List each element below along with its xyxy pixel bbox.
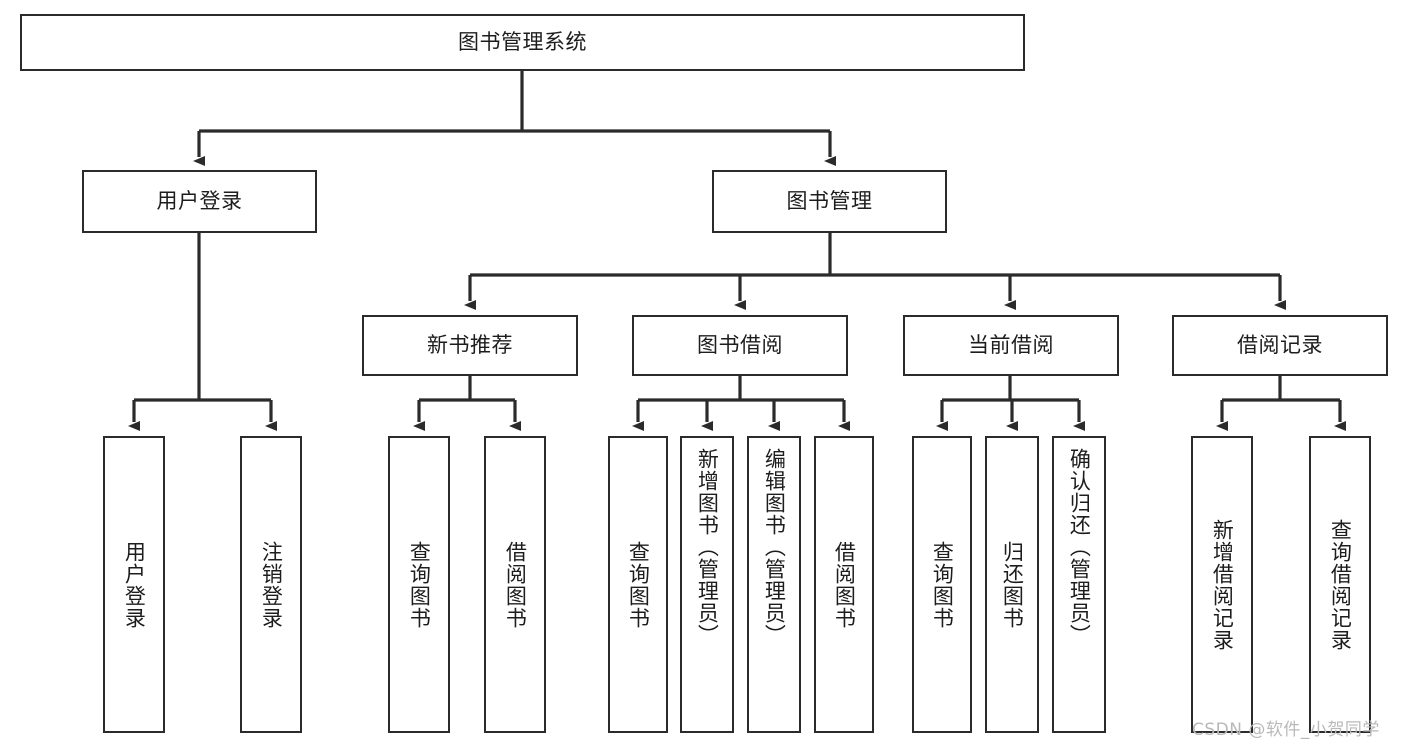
- leaf-query-books-borrow[interactable]: 查询图书: [608, 436, 668, 733]
- node-label: 编辑图书（管理员）: [762, 448, 787, 646]
- leaf-add-book-admin[interactable]: 新增图书（管理员）: [680, 436, 734, 733]
- csdn-watermark: CSDN @软件_小贺同学: [1192, 720, 1380, 740]
- leaf-query-books-current[interactable]: 查询图书: [912, 436, 972, 733]
- node-user-login[interactable]: 用户登录: [82, 170, 317, 233]
- leaf-edit-book-admin[interactable]: 编辑图书（管理员）: [747, 436, 801, 733]
- node-label: 图书管理: [786, 188, 873, 213]
- node-label: 确认归还（管理员）: [1067, 448, 1092, 646]
- node-borrow-records[interactable]: 借阅记录: [1172, 315, 1388, 376]
- node-new-book-recommend[interactable]: 新书推荐: [362, 315, 578, 376]
- node-label: 查询图书: [930, 540, 955, 629]
- leaf-confirm-return-admin[interactable]: 确认归还（管理员）: [1052, 436, 1106, 733]
- node-label: 新增图书（管理员）: [695, 448, 720, 646]
- leaf-borrow-books-recommend[interactable]: 借阅图书: [484, 436, 546, 733]
- node-label: 查询图书: [626, 540, 651, 629]
- edge-borrow-to-leaves: [632, 376, 850, 431]
- node-label: 图书管理系统: [458, 29, 587, 54]
- edge-newbook-to-leaves: [413, 376, 521, 431]
- edge-records-to-leaves: [1216, 376, 1346, 431]
- leaf-user-logout[interactable]: 注销登录: [240, 436, 302, 733]
- node-label: 用户登录: [156, 188, 243, 213]
- leaf-query-books-recommend[interactable]: 查询图书: [388, 436, 450, 733]
- node-label: 查询图书: [407, 540, 432, 629]
- leaf-query-borrow-record[interactable]: 查询借阅记录: [1309, 436, 1371, 733]
- edge-current-to-leaves: [936, 376, 1085, 431]
- node-book-borrow[interactable]: 图书借阅: [632, 315, 848, 376]
- node-book-management[interactable]: 图书管理: [712, 170, 947, 233]
- leaf-return-books[interactable]: 归还图书: [985, 436, 1039, 733]
- node-label: 新书推荐: [427, 332, 513, 357]
- node-label: 借阅图书: [503, 540, 528, 629]
- leaf-user-login[interactable]: 用户登录: [103, 436, 165, 733]
- node-label: 用户登录: [122, 540, 147, 629]
- edge-userlogin-to-leaves: [128, 233, 277, 431]
- node-label: 借阅记录: [1237, 332, 1323, 357]
- node-label: 图书借阅: [697, 332, 783, 357]
- edge-bookmgmt-to-level3: [464, 233, 1286, 310]
- node-label: 归还图书: [1000, 540, 1025, 629]
- node-label: 新增借阅记录: [1210, 518, 1235, 651]
- leaf-add-borrow-record[interactable]: 新增借阅记录: [1191, 436, 1253, 733]
- node-label: 查询借阅记录: [1328, 518, 1353, 651]
- node-label: 借阅图书: [832, 540, 857, 629]
- node-label: 当前借阅: [968, 332, 1054, 357]
- node-label: 注销登录: [259, 540, 284, 629]
- edge-root-to-level2: [193, 71, 836, 166]
- node-root-book-management-system[interactable]: 图书管理系统: [20, 14, 1025, 71]
- node-current-borrow[interactable]: 当前借阅: [903, 315, 1119, 376]
- leaf-borrow-books[interactable]: 借阅图书: [814, 436, 874, 733]
